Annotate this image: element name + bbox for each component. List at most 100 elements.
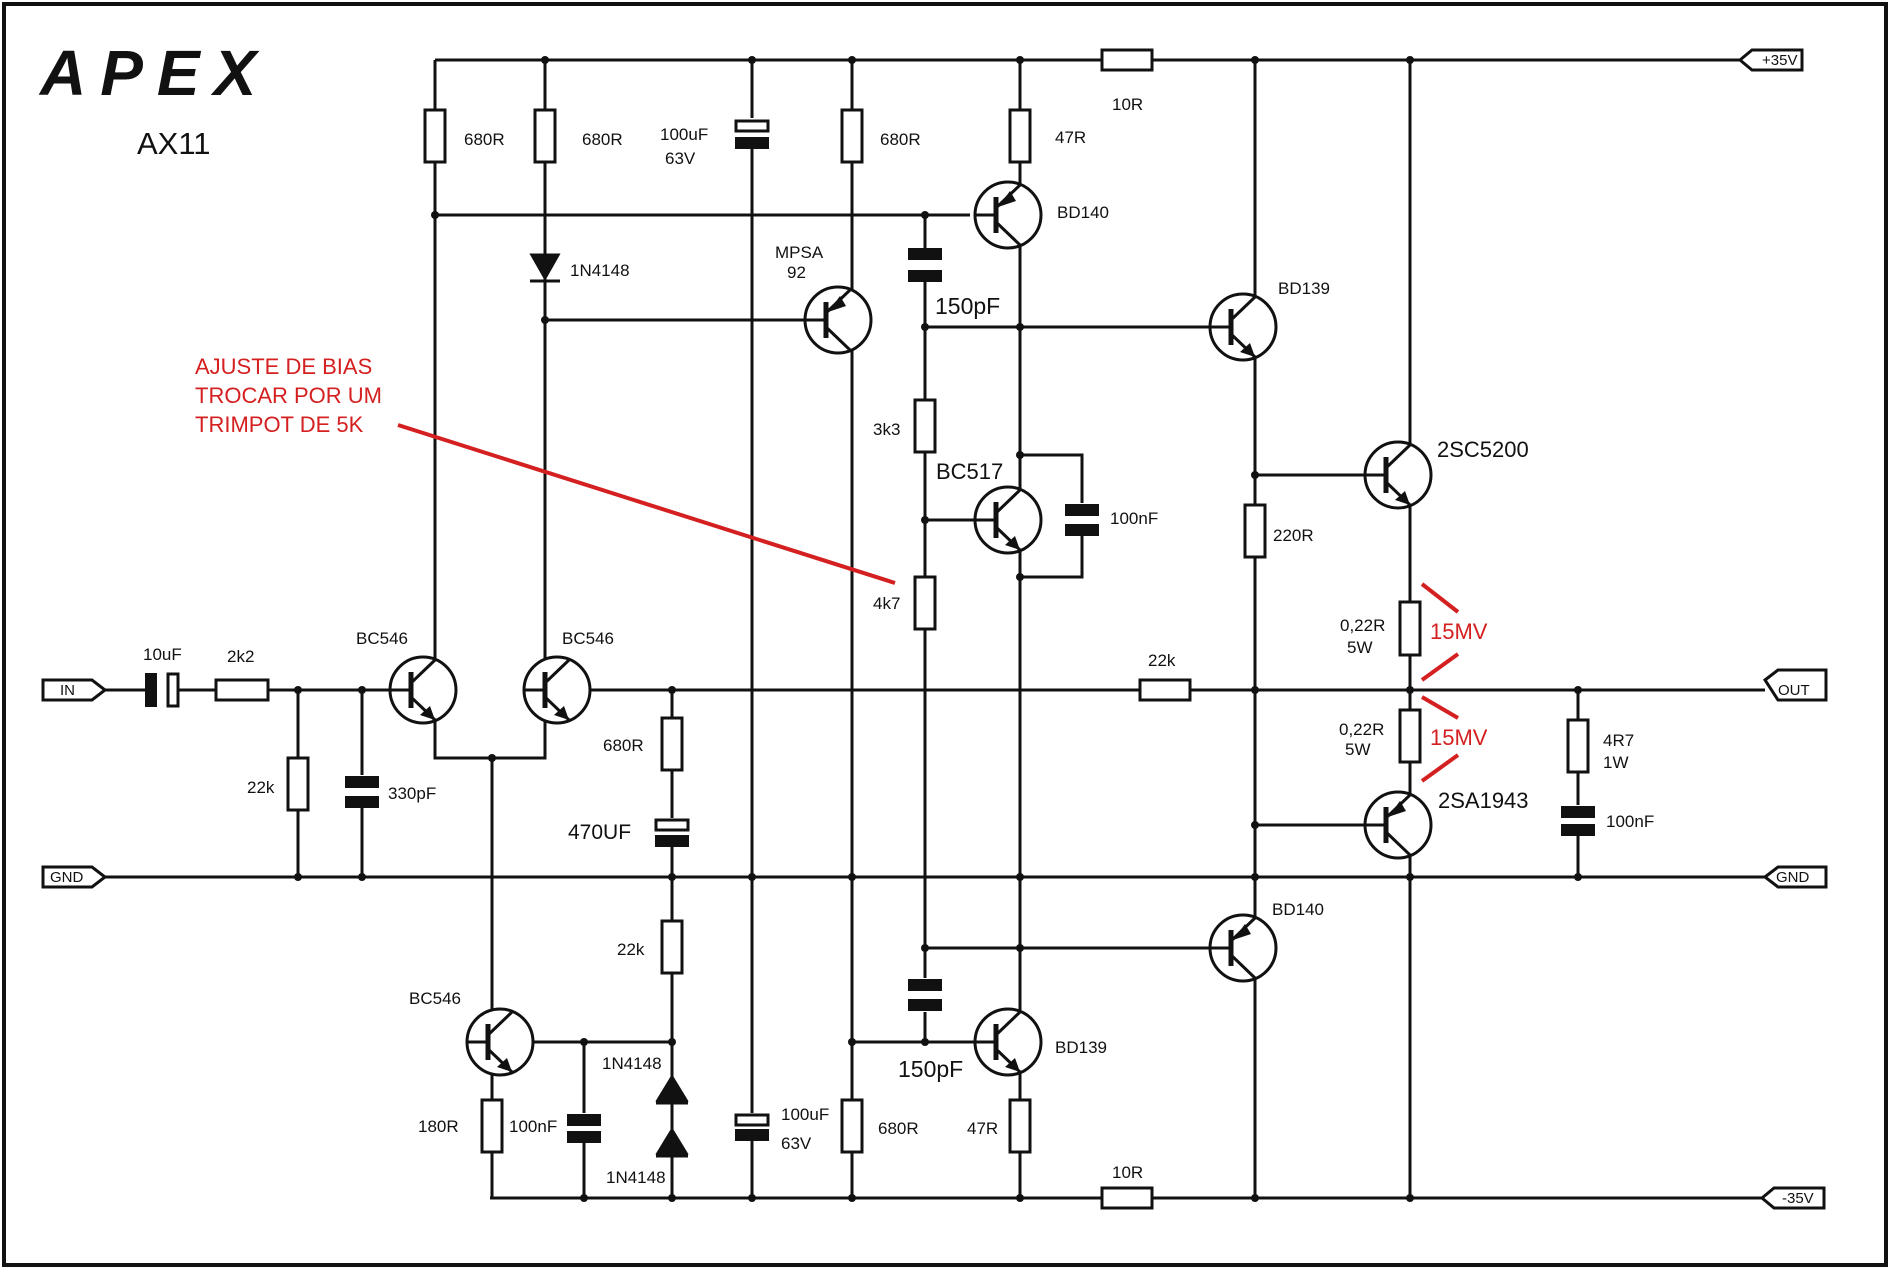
label-100nf-bias: 100nF <box>1110 509 1158 528</box>
resistor-2k2 <box>214 678 270 702</box>
label-150pf-top: 150pF <box>935 293 1000 319</box>
resistor-680r-bot <box>840 1098 864 1154</box>
bias-note-line-1: AJUSTE DE BIAS <box>195 354 372 379</box>
label-pos-rail: +35V <box>1762 52 1797 69</box>
2sc5200-transistor <box>1365 442 1431 508</box>
label-100uf-bottom: 100uF <box>781 1105 829 1124</box>
label-gnd-left: GND <box>50 869 84 886</box>
model-label: AX11 <box>137 126 211 161</box>
label-out: OUT <box>1778 682 1810 699</box>
label-4r7: 4R7 <box>1603 731 1634 750</box>
label-22k-in: 22k <box>247 778 275 797</box>
label-bd140-bottom: BD140 <box>1272 900 1324 919</box>
label-mpsa-2: 92 <box>787 263 806 282</box>
component-labels: 680R 680R 100uF 63V 680R 47R 10R BD140 1… <box>143 95 1654 1187</box>
bc546-left-transistor <box>390 657 456 723</box>
label-1w: 1W <box>1603 753 1629 772</box>
label-neg-rail: -35V <box>1782 1190 1814 1207</box>
connector-labels: +35V -35V IN GND OUT GND <box>50 52 1814 1207</box>
label-2sc5200: 2SC5200 <box>1437 437 1529 462</box>
diode-d1 <box>529 253 561 282</box>
diode-d3 <box>655 1127 689 1155</box>
resistor-022r-b <box>1398 708 1422 764</box>
label-180r: 180R <box>418 1117 459 1136</box>
voltage-annotations <box>1420 582 1460 783</box>
label-bc546-cs: BC546 <box>409 989 461 1008</box>
label-bd139-top: BD139 <box>1278 279 1330 298</box>
label-4k7: 4k7 <box>873 594 900 613</box>
bias-note-line-2: TROCAR POR UM <box>195 383 382 408</box>
diode-d2 <box>655 1074 689 1102</box>
label-47r-top: 47R <box>1055 128 1086 147</box>
mv-label-bottom: 15MV <box>1430 725 1488 750</box>
bd139-top-transistor <box>1210 294 1276 360</box>
label-3k3: 3k3 <box>873 420 900 439</box>
resistor-3k3 <box>913 398 937 454</box>
label-100nf-cs: 100nF <box>509 1117 557 1136</box>
label-1n4148-d1: 1N4148 <box>570 261 630 280</box>
resistor-22k-fb <box>1138 678 1192 702</box>
label-5w-b: 5W <box>1345 740 1371 759</box>
bias-note-line-3: TRIMPOT DE 5K <box>195 412 364 437</box>
label-022r-b: 0,22R <box>1339 720 1384 739</box>
resistor-680r-b <box>533 108 557 164</box>
label-47r-bottom: 47R <box>967 1119 998 1138</box>
resistors <box>214 48 1590 1210</box>
label-470uf: 470UF <box>568 821 631 844</box>
resistor-10r-top <box>1100 48 1154 72</box>
resistor-10r-bot <box>1100 1186 1154 1210</box>
resistor-22k-cs <box>660 919 684 975</box>
label-10r-bottom: 10R <box>1112 1163 1143 1182</box>
resistor-680r-a <box>423 108 447 164</box>
label-220r: 220R <box>1273 526 1314 545</box>
label-bc517: BC517 <box>936 459 1003 484</box>
label-150pf-bottom: 150pF <box>898 1056 963 1082</box>
label-bc546-left: BC546 <box>356 629 408 648</box>
label-2sa1943: 2SA1943 <box>1438 788 1529 813</box>
resistor-47r-bot <box>1008 1098 1032 1154</box>
label-63v-top: 63V <box>665 149 696 168</box>
bd140-top-transistor <box>975 182 1041 248</box>
resistor-47r-top <box>1008 108 1032 164</box>
label-330pf: 330pF <box>388 784 436 803</box>
label-in: IN <box>60 682 75 699</box>
label-680r-b: 680R <box>582 130 623 149</box>
bc517-transistor <box>975 487 1041 553</box>
voltage-labels: 15MV 15MV <box>1430 619 1488 750</box>
resistor-022r-a <box>1398 600 1422 657</box>
bc546-cs-transistor <box>467 1009 533 1075</box>
label-22k-cs: 22k <box>617 940 645 959</box>
resistor-220r <box>1243 503 1267 559</box>
label-bc546-right: BC546 <box>562 629 614 648</box>
resistor-4k7 <box>913 575 937 631</box>
label-100nf-zobel: 100nF <box>1606 812 1654 831</box>
label-2k2: 2k2 <box>227 647 254 666</box>
bias-annotation: AJUSTE DE BIAS TROCAR POR UM TRIMPOT DE … <box>195 354 896 585</box>
2sa1943-transistor <box>1365 792 1431 858</box>
label-10uf: 10uF <box>143 645 182 664</box>
diodes <box>529 253 689 1158</box>
label-5w-a: 5W <box>1347 638 1373 657</box>
label-mpsa-1: MPSA <box>775 243 824 262</box>
label-bd140-top: BD140 <box>1057 203 1109 222</box>
bias-pointer-line <box>397 423 896 585</box>
label-680r-c: 680R <box>880 130 921 149</box>
label-10r-top: 10R <box>1112 95 1143 114</box>
label-1n4148-d3: 1N4148 <box>606 1168 666 1187</box>
apex-logo: APEX AX11 <box>38 37 256 161</box>
mv-label-top: 15MV <box>1430 619 1488 644</box>
label-680r-fb: 680R <box>603 736 644 755</box>
label-680r-bottom: 680R <box>878 1119 919 1138</box>
label-bd139-bottom: BD139 <box>1055 1038 1107 1057</box>
bd139-bottom-transistor <box>975 1009 1041 1075</box>
resistor-4r7 <box>1566 718 1590 774</box>
wiring <box>105 58 1765 1200</box>
capacitors <box>145 119 1595 1143</box>
bd140-bottom-transistor <box>1210 915 1276 981</box>
junction-dots <box>294 56 1582 1202</box>
label-100uf-top: 100uF <box>660 125 708 144</box>
resistor-680r-fb <box>660 716 684 772</box>
label-63v-bottom: 63V <box>781 1134 812 1153</box>
